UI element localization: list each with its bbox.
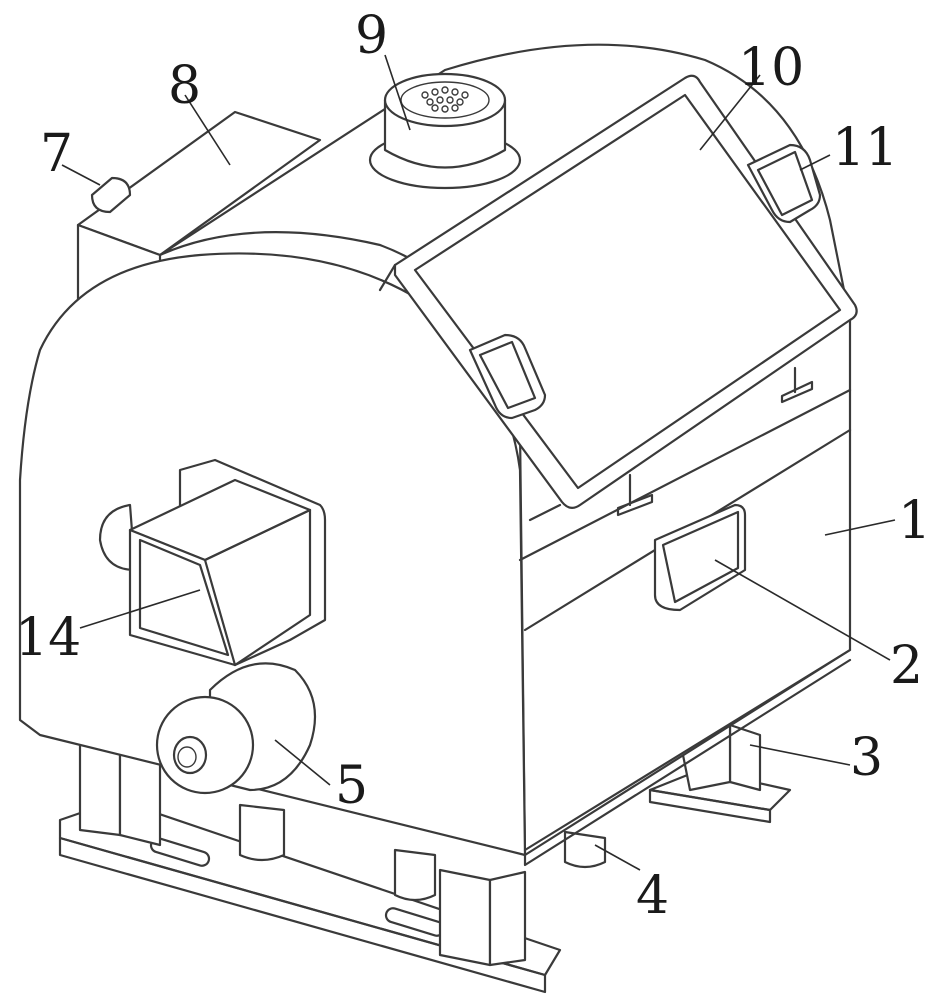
base-plate-rear — [648, 768, 792, 824]
callout-4: 4 — [636, 866, 670, 926]
latch-upper — [746, 143, 822, 224]
front-box-fitting — [98, 458, 327, 667]
latch-lower — [468, 333, 547, 420]
leader-lines — [61, 54, 896, 871]
callout-9: 9 — [355, 6, 389, 66]
callout-1: 1 — [898, 491, 932, 551]
bottom-posts — [238, 803, 607, 902]
callout-7: 7 — [40, 124, 74, 184]
callout-10: 10 — [738, 38, 805, 98]
top-breather — [368, 72, 522, 190]
callout-8: 8 — [168, 56, 202, 116]
side-panel — [653, 503, 747, 612]
callout-2: 2 — [890, 636, 924, 696]
callout-11: 11 — [832, 118, 899, 178]
hinges — [616, 366, 814, 517]
callout-5: 5 — [335, 756, 369, 816]
cylinder-fitting — [155, 662, 317, 795]
callout-14: 14 — [15, 608, 82, 668]
callout-3: 3 — [850, 728, 884, 788]
